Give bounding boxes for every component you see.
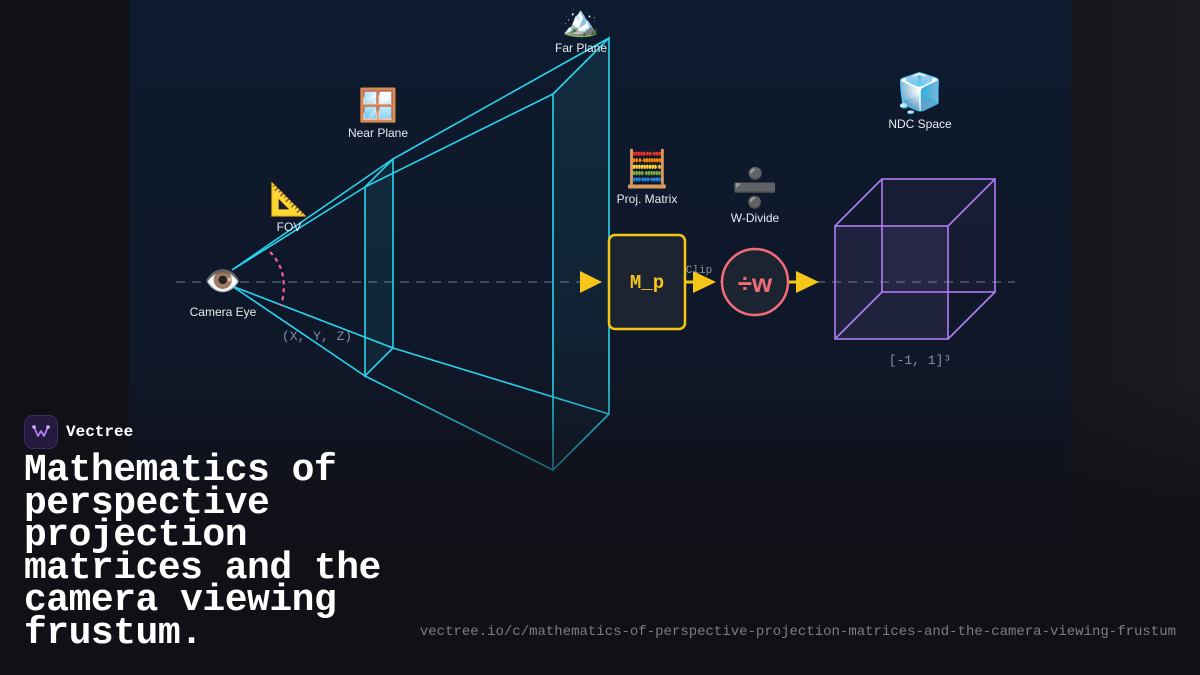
clip-label: Clip [686,265,712,277]
cube-edge [947,291,996,340]
frustum-edge [231,285,366,377]
w-divide-symbol: ÷w [738,268,773,298]
brand-logo-icon [24,415,58,449]
window-icon: 🪟 [358,86,398,124]
ndc-arrow-head [796,271,819,293]
w-divide-label: W-Divide [731,211,780,225]
far-plane-label: Far Plane [555,41,607,55]
cube-edge [834,178,883,227]
w-divide-circle [720,247,790,317]
frustum-edge [231,186,366,271]
proj-matrix-box [607,233,687,331]
fov-label: FOV [277,220,302,234]
abacus-icon: 🧮 [625,148,670,190]
page-title: Mathematics of perspective projection ma… [24,449,381,655]
ndc-cube [834,178,996,340]
mountain-icon: 🏔️ [562,4,599,39]
page-url: vectree.io/c/mathematics-of-perspective-… [419,624,1176,640]
ndc-space-label: NDC Space [888,117,952,131]
frustum-edge [364,93,554,188]
fov-arc [269,251,285,307]
proj-matrix-label: Proj. Matrix [617,192,678,206]
eye-icon: 👁️ [204,264,241,299]
ndc-range-label: [-1, 1]³ [889,353,951,368]
frustum-edge [231,158,394,271]
view-frustum [231,36,610,472]
ice-cube-icon: 🧊 [896,71,943,116]
brand-name: Vectree [66,423,134,441]
frustum-edge [231,285,394,349]
camera-coords-label: (X, Y, Z) [282,329,352,344]
near-plane-label: Near Plane [348,126,408,140]
cube-edge [947,178,996,227]
triangle-ruler-icon: 📐 [269,180,309,218]
bottom-fade [0,380,1200,675]
proj-matrix-symbol: M_p [630,272,664,294]
divide-icon: ➗ [731,166,778,210]
brand: Vectree [24,415,133,449]
arrow-to-matrix [580,271,602,293]
camera-eye-label: Camera Eye [190,305,257,319]
frustum-edge [392,37,610,160]
clip-arrow-head [693,271,716,293]
cube-edge [834,291,883,340]
